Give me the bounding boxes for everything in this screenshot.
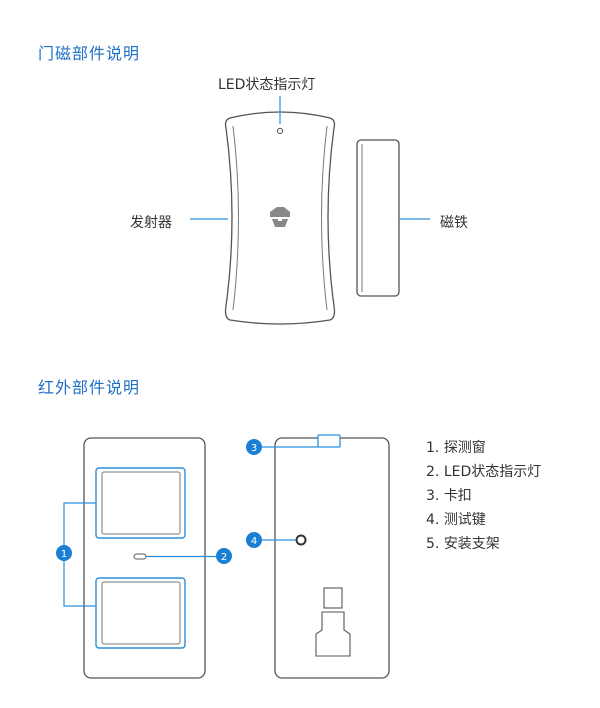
detection-window-bottom: [95, 577, 186, 649]
list-item: 2. LED状态指示灯: [426, 460, 541, 484]
list-item: 1. 探测窗: [426, 436, 541, 460]
list-item-number: 5.: [426, 536, 440, 552]
badge-4-number: 4: [251, 536, 257, 547]
list-item-text: 卡扣: [443, 488, 472, 504]
pir-sensor-title: 红外部件说明: [38, 378, 141, 397]
badge-3: 3: [246, 439, 262, 455]
pir-front-body: [83, 437, 206, 679]
list-item-number: 4.: [426, 512, 440, 528]
badge-4: 4: [246, 532, 262, 548]
clip-notch: [317, 434, 341, 448]
list-item: 5. 安装支架: [426, 532, 541, 556]
badge-2: 2: [216, 548, 232, 564]
logo-icon: [270, 207, 290, 227]
magnet-body: [356, 139, 400, 297]
badge-1-number: 1: [61, 549, 67, 560]
parts-legend-list: 1. 探测窗 2. LED状态指示灯 3. 卡扣 4. 测试键 5. 安装支架: [426, 436, 541, 556]
badge-2-number: 2: [221, 552, 227, 563]
list-item-number: 3.: [426, 488, 440, 504]
led-indicator-label: LED状态指示灯: [218, 77, 316, 93]
door-sensor-diagram: [190, 96, 430, 325]
transmitter-body: [224, 111, 336, 325]
list-item-number: 2.: [426, 464, 440, 480]
pir-back-diagram: [262, 434, 390, 679]
pir-front-diagram: [63, 437, 216, 679]
magnet-label: 磁铁: [440, 215, 468, 231]
list-item-number: 1.: [426, 440, 440, 456]
list-item: 3. 卡扣: [426, 484, 541, 508]
list-item-text: 探测窗: [443, 440, 486, 456]
transmitter-label: 发射器: [130, 215, 172, 231]
list-item-text: LED状态指示灯: [443, 464, 542, 480]
pir-led-slot: [133, 553, 147, 560]
test-button: [295, 534, 307, 546]
badge-3-number: 3: [251, 443, 257, 454]
badge-1: 1: [56, 545, 72, 561]
led-dot: [276, 127, 284, 135]
list-item-text: 安装支架: [443, 536, 500, 552]
detection-window-top: [95, 467, 186, 539]
list-item: 4. 测试键: [426, 508, 541, 532]
list-item-text: 测试键: [443, 512, 486, 528]
mounting-bracket: [315, 587, 351, 657]
pir-back-body: [274, 437, 390, 679]
door-sensor-title: 门磁部件说明: [38, 44, 141, 63]
